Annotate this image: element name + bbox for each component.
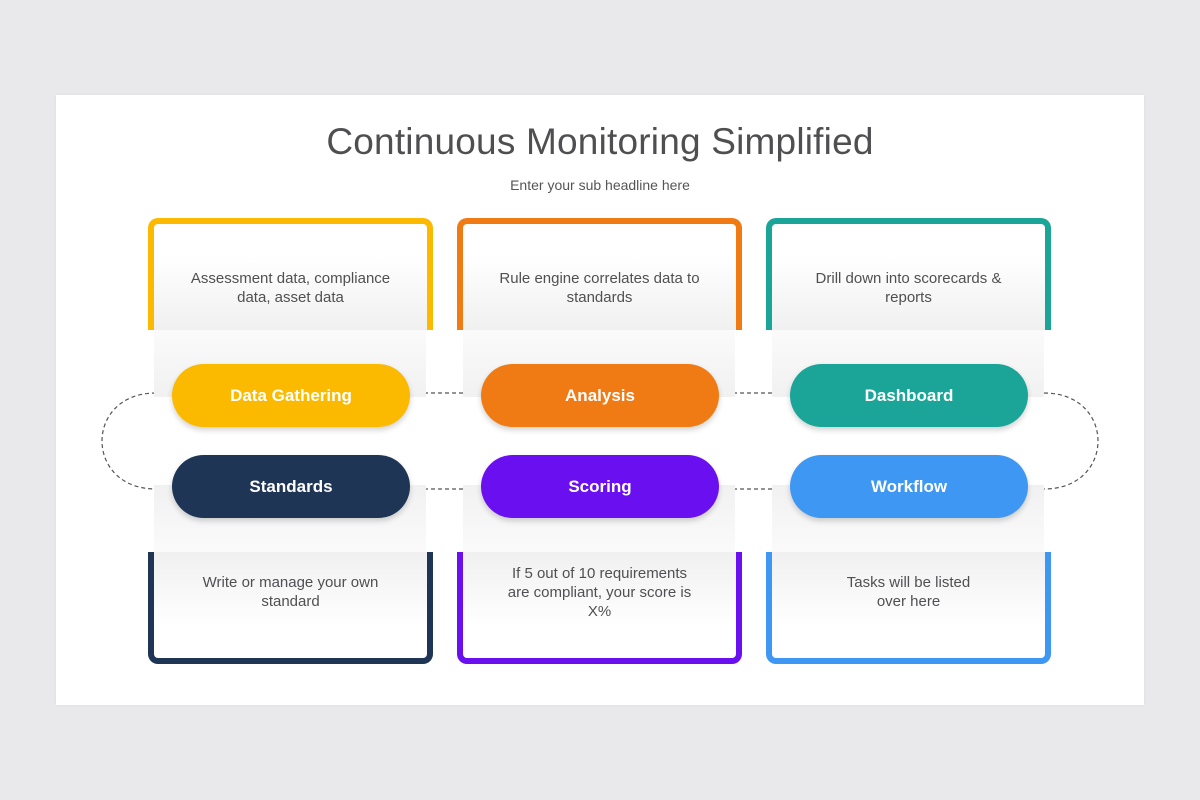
pill-scoring: Scoring (481, 455, 719, 518)
card-scoring: If 5 out of 10 requirements are complian… (457, 552, 742, 664)
pill-analysis: Analysis (481, 364, 719, 427)
pill-standards: Standards (172, 455, 410, 518)
page-subtitle: Enter your sub headline here (510, 177, 690, 193)
card-workflow: Tasks will be listed over here (766, 552, 1051, 664)
card-standards: Write or manage your own standard (148, 552, 433, 664)
card-description: Write or manage your own standard (202, 574, 379, 610)
pill-data-gathering: Data Gathering (172, 364, 410, 427)
card-description: Rule engine correlates data to standards (499, 270, 700, 306)
page-title: Continuous Monitoring Simplified (326, 121, 874, 162)
slide: Continuous Monitoring Simplified Enter y… (56, 95, 1144, 705)
card-description: If 5 out of 10 requirements are complian… (507, 565, 692, 620)
card-dashboard: Drill down into scorecards & reports (766, 218, 1051, 330)
connector-right-loop (1043, 392, 1099, 490)
card-analysis: Rule engine correlates data to standards (457, 218, 742, 330)
pill-dashboard: Dashboard (790, 364, 1028, 427)
card-description: Tasks will be listed over here (846, 574, 971, 610)
pill-workflow: Workflow (790, 455, 1028, 518)
card-description: Assessment data, compliance data, asset … (190, 270, 391, 306)
card-description: Drill down into scorecards & reports (815, 270, 1002, 306)
connector-left-loop (101, 392, 157, 490)
card-data-gathering: Assessment data, compliance data, asset … (148, 218, 433, 330)
